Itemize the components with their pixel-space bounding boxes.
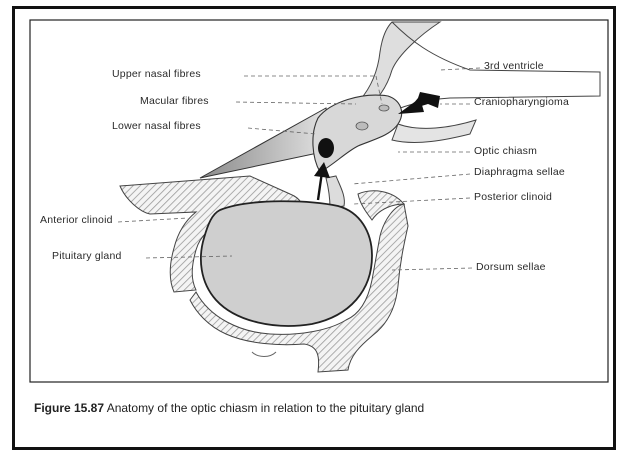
macular-fibres-bundle <box>356 122 368 130</box>
label-pituitary-gland: Pituitary gland <box>52 250 122 262</box>
label-third-ventricle: 3rd ventricle <box>484 60 544 72</box>
label-craniopharyngioma: Craniopharyngioma <box>474 96 569 108</box>
craniopharyngioma-arrow <box>398 92 440 114</box>
lower-nasal-fibres-bundle <box>318 138 334 158</box>
label-optic-chiasm: Optic chiasm <box>474 145 537 157</box>
third-ventricle-shape <box>360 22 440 104</box>
label-lower-nasal-fibres: Lower nasal fibres <box>112 120 201 132</box>
optic-nerve <box>200 108 332 178</box>
label-anterior-clinoid: Anterior clinoid <box>40 214 113 226</box>
figure-caption: Figure 15.87 Anatomy of the optic chiasm… <box>34 400 604 416</box>
label-posterior-clinoid: Posterior clinoid <box>474 191 552 203</box>
figure-number: Figure 15.87 <box>34 401 104 415</box>
label-macular-fibres: Macular fibres <box>140 95 209 107</box>
upper-nasal-fibres-bundle <box>379 105 389 111</box>
label-diaphragma-sellae: Diaphragma sellae <box>474 166 565 178</box>
optic-tract <box>392 120 476 142</box>
sella-base-mark <box>252 352 276 357</box>
label-dorsum-sellae: Dorsum sellae <box>476 261 546 273</box>
pituitary-gland <box>201 201 372 326</box>
caption-text: Anatomy of the optic chiasm in relation … <box>104 401 424 415</box>
pituitary-stalk <box>326 176 344 208</box>
label-upper-nasal-fibres: Upper nasal fibres <box>112 68 201 80</box>
